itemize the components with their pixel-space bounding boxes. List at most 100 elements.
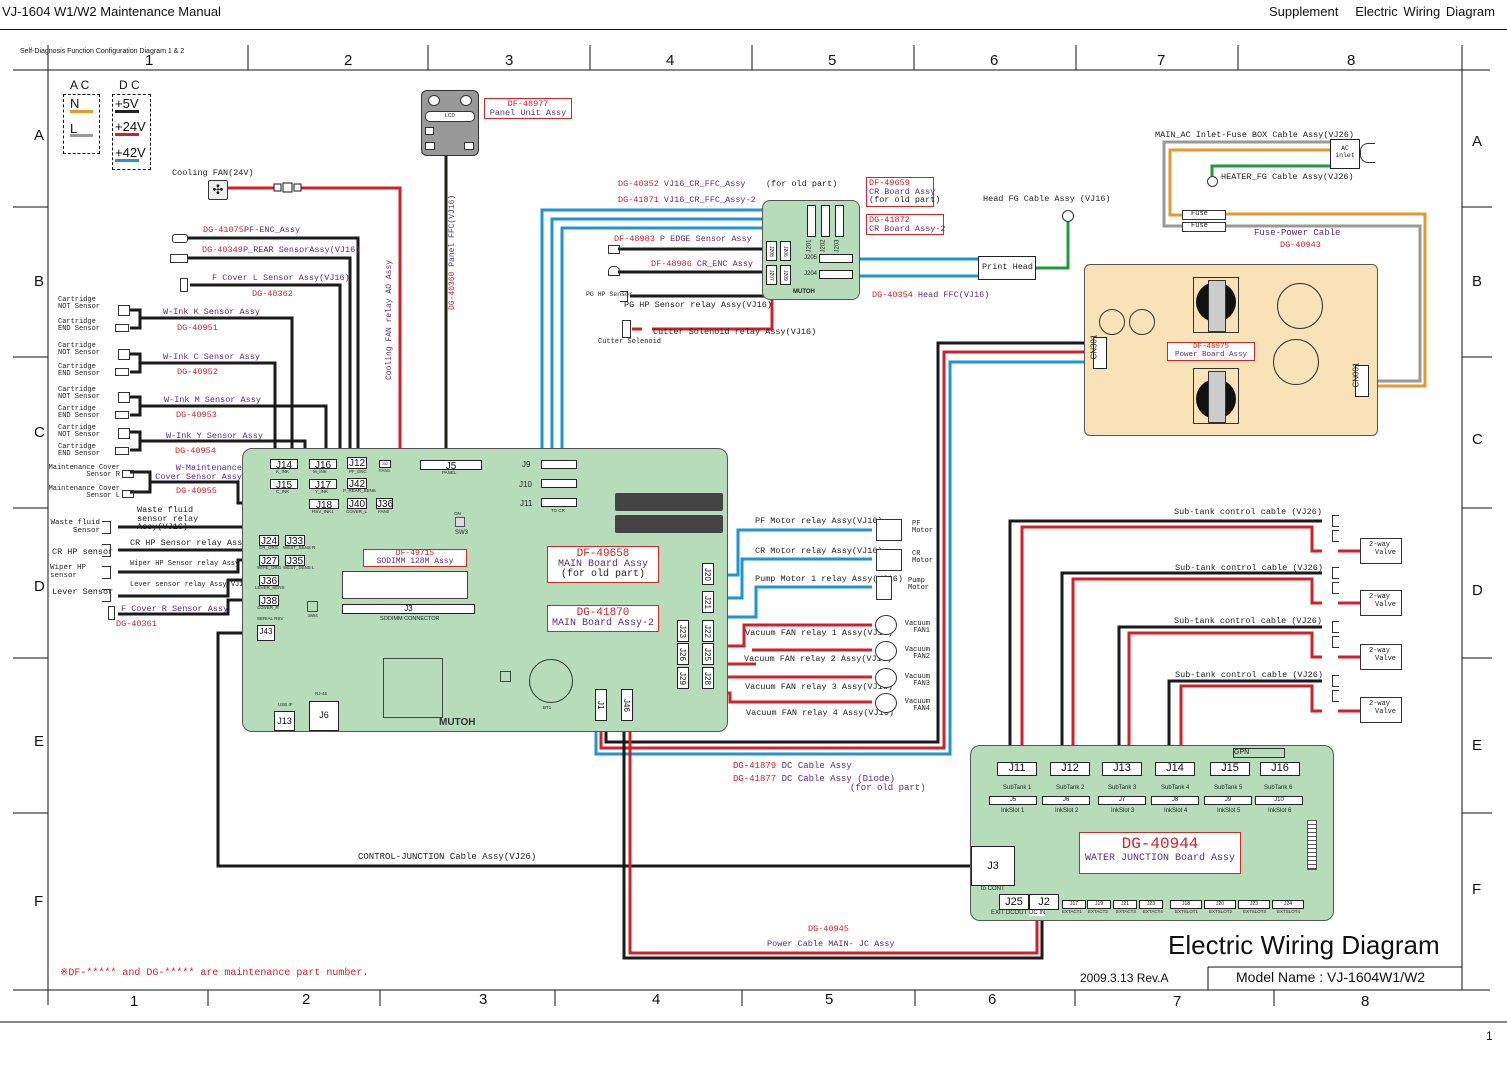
jb-bottom-j20: J20 (1204, 900, 1236, 909)
cr-board-old-note: (for old part) (869, 195, 941, 205)
cr-ffc-2-label: DG-41871 VJ16_CR_FFC_Assy-2 (618, 196, 756, 205)
cr-ffc-1-name: VJ16_CR_FFC_Assy (663, 179, 746, 189)
section-label: Supplement (1268, 4, 1339, 19)
main-conn-j12-sub: PF_ENC (349, 469, 367, 474)
jb-subtank-1: SubTank 1 (1003, 785, 1032, 791)
main-conn-j3: J3 (342, 604, 475, 614)
jb-conn-j15: J15 (1210, 762, 1250, 776)
grid-col-b3: 3 (479, 991, 488, 1008)
jb-conn-j3: J3 (971, 846, 1015, 886)
legend-ac-l-swatch (70, 134, 93, 137)
main-board-old-note: (for old part) (560, 569, 645, 580)
grid-col-b8: 8 (1361, 993, 1370, 1010)
grid-row-d-right: D (1472, 582, 1483, 599)
footer-note: ※DF-***** and DG-***** are maintenance p… (60, 968, 369, 979)
waste-fluid-sensor-label: Waste fluid Sensor (50, 519, 100, 535)
grid-col-7: 7 (1157, 52, 1166, 69)
sw4-button[interactable] (307, 601, 318, 612)
cr-ffc-1-label: DG-40352 VJ16_CR_FFC_Assy (for old part) (618, 180, 837, 189)
junction-gpn-label: GPN (1234, 749, 1250, 756)
subtank-wires (1008, 519, 1360, 762)
main-conn-j18-sub: RSV_INK1 (312, 509, 334, 514)
dc-power-wires (594, 341, 1092, 756)
jb-led-array (1307, 820, 1317, 870)
jb-inkslot-2: InkSlot 2 (1055, 808, 1079, 814)
heater-fg-ring-icon (1207, 176, 1218, 187)
sodimm-connector-label: SODIMM CONNECTOR (380, 616, 440, 622)
maint-cover-assy-name: W-Maintenance Cover Sensor Assy (155, 463, 242, 482)
cr-board-new-name: CR Board Assy-2 (869, 223, 946, 234)
cr-ffc-1-note: (for old part) (765, 179, 838, 189)
fuse-1: Fuse (1182, 210, 1226, 220)
head-ffc-part: DG-40354 (872, 290, 913, 300)
valve-1-line1: 2-way (1369, 541, 1391, 549)
sw3-switch[interactable] (455, 517, 465, 527)
jb-bottom-extslot1: EXTSLOT1 (1175, 909, 1199, 914)
capacitor-icon (1277, 283, 1323, 329)
grid-col-3: 3 (505, 52, 514, 69)
main-conn-j22: J22 (702, 620, 714, 642)
grid-row-f: F (34, 893, 44, 910)
main-conn-j24-sub: CR_ORG (259, 545, 279, 550)
cr-ffc-2-name: VJ16_CR_FFC_Assy-2 (663, 195, 756, 205)
sw4-button-2[interactable] (500, 671, 511, 682)
cutter-solenoid-icon (622, 320, 631, 338)
capacitor-icon (1273, 339, 1319, 385)
cartridge-not-label: Cartridge NOT Sensor (58, 342, 101, 357)
jb-conn-j13: J13 (1102, 762, 1142, 776)
main-board-new-name: MAIN Board Assy-2 (551, 618, 655, 629)
jb-bottom-extslot2: EXTSLOT2 (1209, 909, 1233, 914)
dc-cable-a-label: DG-41879 DC Cable Assy (733, 762, 852, 771)
jb-conn-j10: J10 (1255, 796, 1303, 805)
dc-cable-a-name: DC Cable Assy (781, 761, 852, 771)
ac-inlet-label: AC inlet (1335, 145, 1355, 159)
cn301-connector: CN301 (1090, 335, 1107, 369)
subtank-sensor-icon (1332, 636, 1339, 648)
valve-3-line2: Valve (1375, 655, 1397, 663)
header-section: Supplement Electric Wiring Diagram (1269, 4, 1495, 19)
main-conn-j11-sub: TO CR (551, 508, 565, 513)
cartridge-end-sensor-icon (115, 324, 129, 332)
power-cable-part: DG-40945 (808, 924, 849, 934)
cartridge-not-sensor-icon (118, 392, 130, 403)
jb-bottom-j18: J18 (1170, 900, 1202, 909)
main-conn-j1: J1 (595, 689, 607, 721)
grid-col-1: 1 (145, 52, 154, 69)
panel-ffc-label: DG-40360 Panel FFC(VJ16) (448, 195, 457, 310)
valve-2-line1: 2-way (1369, 593, 1391, 601)
panel-button (428, 95, 440, 106)
main-conn-j5: J5 (420, 460, 482, 472)
p-rear-icon (170, 254, 188, 263)
jb-conn-j6: J6 (1042, 796, 1090, 805)
manual-title: VJ-1604 W1/W2 Maintenance Manual (2, 4, 221, 19)
subtank-sensor-icon (1332, 567, 1339, 579)
main-conn-j40-sub: COVER_L (346, 509, 368, 514)
legend-dc-24v: +24V (115, 119, 146, 134)
legend-dc-box (112, 94, 151, 170)
vacuum-fan-1-label: Vacuum FAN1 (904, 620, 930, 635)
subtank-sensor-icon (1332, 582, 1339, 594)
head-ffc-label: DG-40354 Head FFC(VJ16) (872, 291, 989, 300)
wiper-hp-sensor-icon (102, 566, 111, 579)
f-cover-l-icon (180, 278, 188, 292)
jb-exit-dcout: EXIT DCOUT (991, 910, 1028, 916)
f-cover-l-name: F Cover L Sensor Assy(VJ16) (212, 273, 350, 283)
cr-board: J201 J202 J203 J208 J206 J207 J209 J205 … (762, 200, 860, 300)
main-conn-j36-fan: J36 (376, 498, 394, 510)
subtank-cable-label-3: Sub-tank control cable (VJ26) (1174, 616, 1322, 626)
cr-conn-j201 (807, 205, 816, 237)
vacuum-fan-2-icon (875, 641, 897, 661)
jb-bottom-j23b: J23 (1238, 900, 1270, 909)
cartridge-not-sensor-icon (118, 428, 130, 439)
grid-row-b: B (34, 273, 45, 290)
main-conn-j12: J12 (347, 457, 367, 469)
cn001-label: CN001 (1351, 362, 1361, 388)
power-cable-name: Power Cable MAIN- JC Assy (767, 939, 895, 949)
ink-y-part: DG-40954 (175, 446, 216, 456)
jb-conn-j14: J14 (1155, 762, 1195, 776)
main-conn-j11-label: J11 (520, 499, 533, 508)
jb-subtank-6: SubTank 6 (1264, 785, 1293, 791)
cartridge-end-label: Cartridge END Sensor (58, 405, 101, 420)
main-conn-j17-sub: Y_INK (315, 489, 329, 494)
battery-icon (529, 659, 573, 703)
